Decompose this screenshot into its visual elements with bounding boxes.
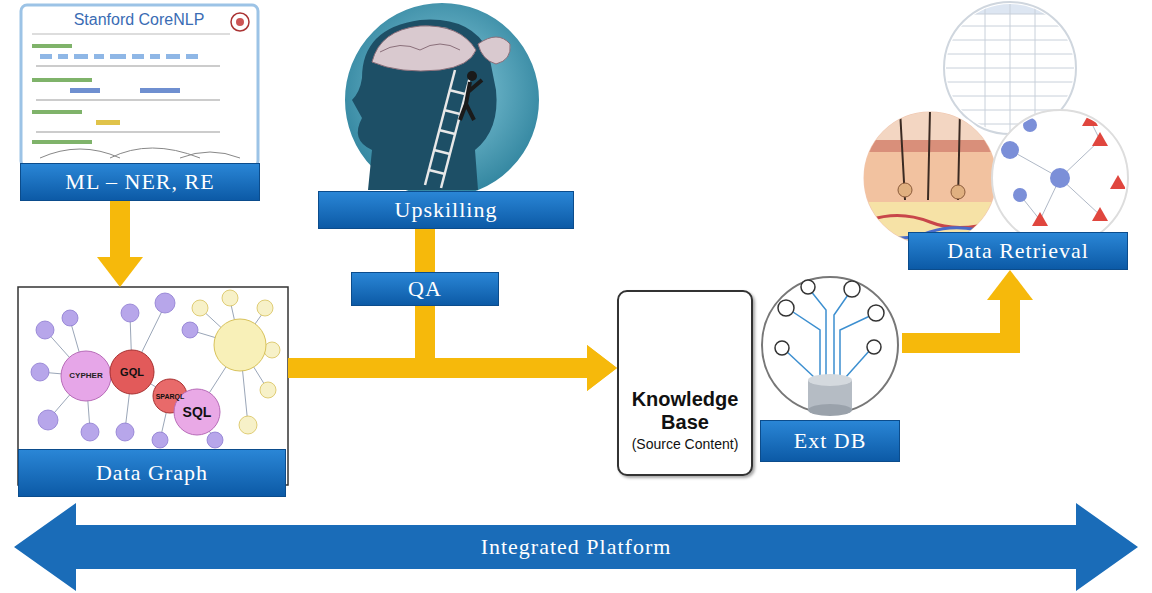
platform-band: Integrated Platform	[14, 503, 1138, 591]
external-db-step: Ext DB	[758, 278, 902, 462]
step-label: Data Graph	[18, 449, 286, 497]
band-shape	[14, 503, 1138, 591]
retrieval-step: Data Retrieval	[862, 0, 1128, 270]
flow-arrow	[425, 229, 617, 391]
graph-node-label: SPARQL	[156, 393, 185, 400]
upskilling-step: Upskilling	[318, 0, 574, 229]
external-db-picture	[762, 277, 898, 416]
flow-arrow	[902, 270, 1033, 343]
corenlp-screenshot	[21, 5, 258, 167]
box-heading: Knowledge Base	[625, 388, 745, 434]
arrow-shaft	[110, 201, 130, 259]
arrow-head	[587, 345, 617, 391]
screenshot-title: Stanford CoreNLP	[74, 12, 205, 28]
step-label: Upskilling	[318, 191, 574, 229]
graph-node-label: SQL	[183, 405, 212, 419]
step-label: Data Retrieval	[908, 232, 1128, 270]
graph-node-label: CYPHER	[69, 372, 102, 380]
edge-label: QA	[351, 272, 499, 306]
arrow-head	[97, 257, 143, 287]
data-graph-step: Data Graph	[18, 287, 288, 497]
knowledge-base-box: Knowledge Base (Source Content)	[617, 290, 753, 476]
ml-step: ML – NER, RE	[20, 5, 260, 201]
retrieval-pictures	[860, 0, 1128, 252]
flow-arrow	[97, 201, 143, 287]
graph-node-label: GQL	[120, 367, 144, 378]
upskilling-picture	[344, 2, 540, 198]
arrow-head	[587, 345, 617, 391]
arrow-shaft	[902, 298, 1010, 343]
band-text: Integrated Platform	[14, 503, 1138, 591]
box-subtitle: (Source Content)	[632, 436, 739, 452]
arrow-head	[987, 270, 1033, 300]
step-label: ML – NER, RE	[20, 163, 260, 201]
step-label: Ext DB	[760, 420, 900, 462]
